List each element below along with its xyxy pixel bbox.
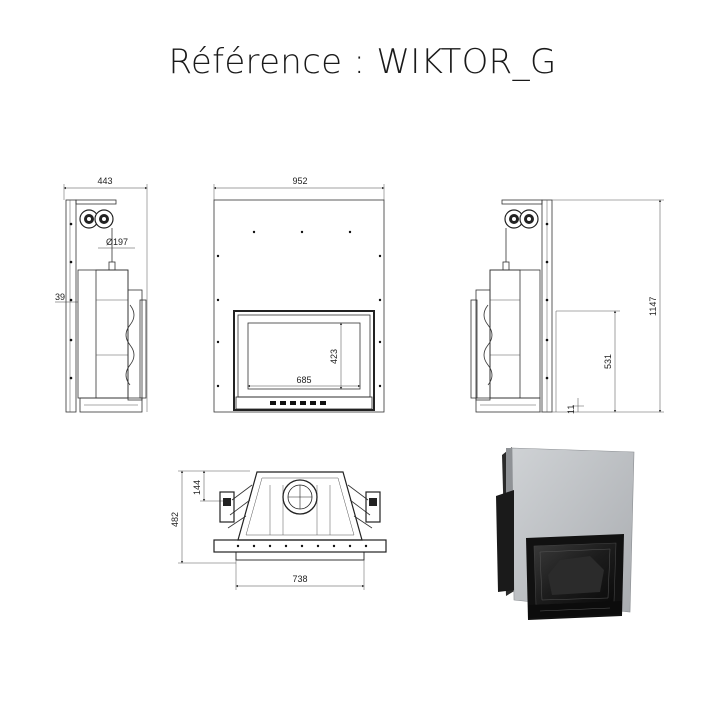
dim-flue-diameter: Ø197 [106,237,128,247]
dim-base-offset: 11 [566,405,576,414]
dim-top-rear-offset: 144 [192,480,202,495]
flue-collar-icon [282,479,318,515]
dim-front-width: 952 [292,176,307,186]
dim-door-width: 685 [296,375,311,385]
left-side-view: 443 Ø197 [55,176,148,413]
page-title: Référence : WIKTOR_G [168,42,557,82]
product-render [496,447,635,620]
dim-door-height: 423 [329,349,339,364]
door-handle-vents-icon [270,401,326,405]
dim-top-width: 738 [292,574,307,584]
right-side-view: 1147 531 11 [470,199,664,414]
dim-glass-bottom-height: 531 [603,354,613,369]
dim-top-depth: 482 [170,512,180,527]
dim-side-depth: 443 [97,176,112,186]
dim-total-height: 1147 [648,297,658,316]
top-view: 482 144 [170,470,387,590]
air-duct-outlets-icon [79,209,114,229]
air-duct-outlets-icon [504,209,539,229]
dim-side-offset: 39 [55,292,65,302]
front-view: 952 423 685 [213,176,385,413]
